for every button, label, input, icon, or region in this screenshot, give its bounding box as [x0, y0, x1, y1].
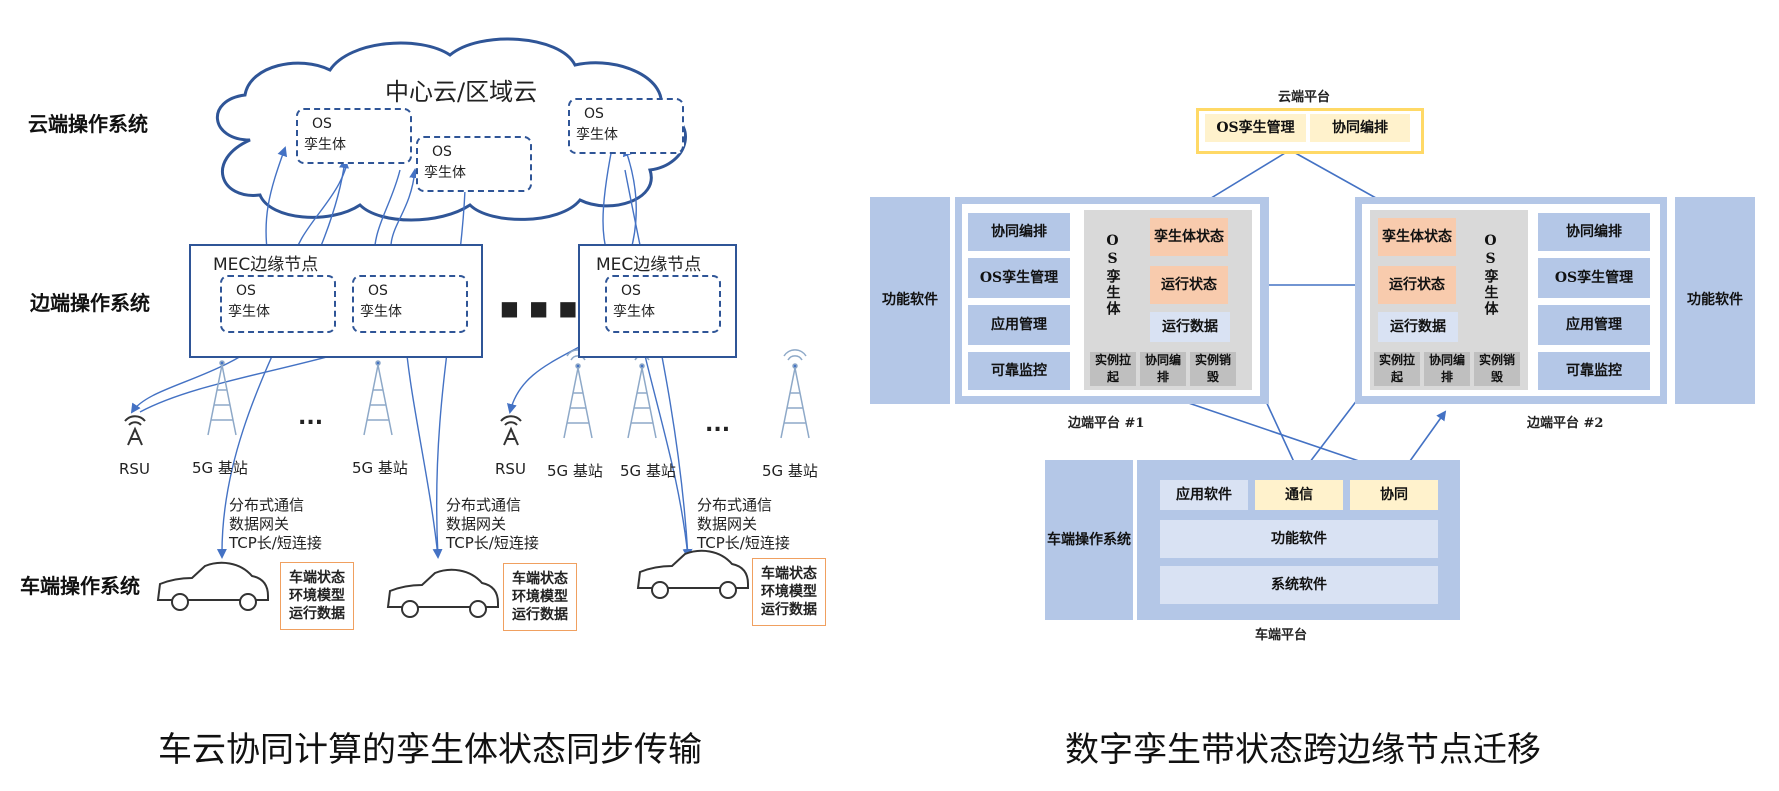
- twin-label: 孪生体: [424, 165, 466, 181]
- twin-os-text: OS: [584, 106, 604, 122]
- edge2-func-app: 应用管理: [1538, 305, 1650, 345]
- edge2-label: 边端平台 #2: [1527, 416, 1604, 431]
- bs-label-2: 5G 基站: [352, 459, 408, 477]
- vehicle-note-1: 车端状态环境模型运行数据: [280, 562, 354, 630]
- edge1-label: 边端平台 #1: [1068, 416, 1145, 431]
- edge2-run-data: 运行数据: [1378, 312, 1458, 342]
- twin-cloud-3: OS 孪生体: [568, 98, 684, 154]
- edge1-func-os-twin: OS孪生管理: [968, 258, 1070, 298]
- twin-os-text: OS: [312, 116, 332, 132]
- edge1-instance-coop: 协同编排: [1140, 352, 1186, 386]
- label-cloud-os: 云端操作系统: [28, 112, 148, 136]
- label-edge-os: 边端操作系统: [30, 291, 150, 315]
- twin-os-text: OS: [368, 283, 388, 299]
- bs-label-4: 5G 基站: [620, 462, 676, 480]
- edge1-twin-state: 孪生体状态: [1150, 218, 1228, 256]
- vehicle-func-software: 功能软件: [1160, 520, 1438, 558]
- twin-os-text: OS: [432, 144, 452, 160]
- edge2-func-coop: 协同编排: [1538, 213, 1650, 251]
- twin-mec-2: OS 孪生体: [605, 275, 721, 333]
- rsu-icons: [124, 415, 522, 446]
- vehicle-cars: [156, 549, 749, 618]
- cloud-item-os-twin: OS孪生管理: [1205, 114, 1306, 142]
- twin-mec-1a: OS 孪生体: [220, 275, 336, 333]
- func-software-right: 功能软件: [1675, 197, 1755, 404]
- edge2-run-state: 运行状态: [1378, 266, 1456, 304]
- vehicle-note-3: 车端状态环境模型运行数据: [752, 558, 826, 626]
- vehicle-comm: 通信: [1255, 480, 1343, 510]
- label-vehicle-os: 车端操作系统: [20, 574, 140, 598]
- edge1-func-app: 应用管理: [968, 305, 1070, 345]
- mec-ellipsis: ■ ■ ■: [500, 296, 580, 320]
- cloud-title: 中心云/区域云: [385, 78, 538, 106]
- vehicle-app-software: 应用软件: [1160, 480, 1248, 510]
- dots-2: ...: [705, 412, 731, 437]
- edge1-func-coop: 协同编排: [968, 213, 1070, 251]
- edge1-func-monitor: 可靠监控: [968, 352, 1070, 390]
- right-caption: 数字孪生带状态跨边缘节点迁移: [1065, 730, 1541, 770]
- bs-label-5: 5G 基站: [762, 462, 818, 480]
- twin-label: 孪生体: [613, 304, 655, 320]
- edge1-os-twin-vertical: OS孪生体: [1104, 233, 1121, 317]
- cloud-item-coop: 协同编排: [1310, 114, 1410, 142]
- func-software-left: 功能软件: [870, 197, 950, 404]
- twin-mec-1b: OS 孪生体: [352, 275, 468, 333]
- edge1-run-data: 运行数据: [1150, 312, 1230, 342]
- twin-label: 孪生体: [228, 304, 270, 320]
- vehicle-coop: 协同: [1350, 480, 1438, 510]
- cloud-platform-label: 云端平台: [1278, 90, 1331, 105]
- mec-title: MEC边缘节点: [596, 255, 702, 275]
- edge2-twin-state: 孪生体状态: [1378, 218, 1456, 256]
- edge1-instance-destroy: 实例销毁: [1190, 352, 1236, 386]
- twin-label: 孪生体: [360, 304, 402, 320]
- edge1-instance-start: 实例拉起: [1090, 352, 1136, 386]
- edge2-func-monitor: 可靠监控: [1538, 352, 1650, 390]
- edge2-os-twin-vertical: OS孪生体: [1482, 233, 1499, 317]
- twin-label: 孪生体: [304, 137, 346, 153]
- twin-os-text: OS: [621, 283, 641, 299]
- twin-cloud-1: OS 孪生体: [296, 108, 412, 164]
- vehicle-platform-label: 车端平台: [1255, 628, 1308, 643]
- left-caption: 车云协同计算的孪生体状态同步传输: [158, 730, 702, 770]
- twin-label: 孪生体: [576, 127, 618, 143]
- vehicle-os-label: 车端操作系统: [1045, 460, 1137, 620]
- vehicle-note-2: 车端状态环境模型运行数据: [503, 563, 577, 631]
- twin-cloud-2: OS 孪生体: [416, 136, 532, 192]
- vehicle-sys-software: 系统软件: [1160, 566, 1438, 604]
- edge2-func-os-twin: OS孪生管理: [1538, 258, 1650, 298]
- edge2-instance-destroy: 实例销毁: [1474, 352, 1520, 386]
- mec-title: MEC边缘节点: [213, 255, 319, 275]
- rsu-label-1: RSU: [119, 460, 150, 478]
- bs-label-1: 5G 基站: [192, 459, 248, 477]
- dots-1: ...: [298, 405, 324, 430]
- edge1-run-state: 运行状态: [1150, 266, 1228, 304]
- twin-os-text: OS: [236, 283, 256, 299]
- rsu-label-2: RSU: [495, 460, 526, 478]
- bs-label-3: 5G 基站: [547, 462, 603, 480]
- edge2-instance-coop: 协同编排: [1424, 352, 1470, 386]
- edge2-instance-start: 实例拉起: [1374, 352, 1420, 386]
